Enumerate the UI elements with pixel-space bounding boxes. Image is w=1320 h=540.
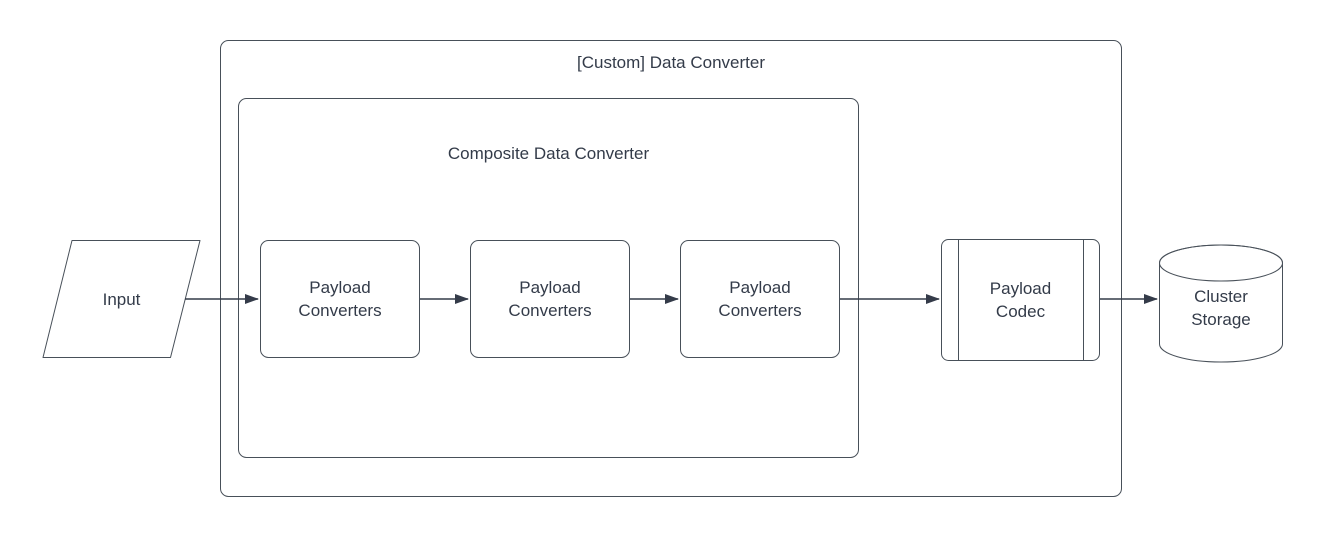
cluster-storage-cylinder (1159, 244, 1283, 363)
payload-converters-3-box (680, 240, 840, 358)
input-parallelogram (42, 240, 201, 358)
payload-codec-box (941, 239, 1100, 361)
composite-data-converter-container (238, 98, 859, 458)
custom-data-converter-container (220, 40, 1122, 497)
payload-converters-2-box (470, 240, 630, 358)
cluster-storage-cylinder-top (1159, 244, 1283, 282)
payload-converters-1-box (260, 240, 420, 358)
